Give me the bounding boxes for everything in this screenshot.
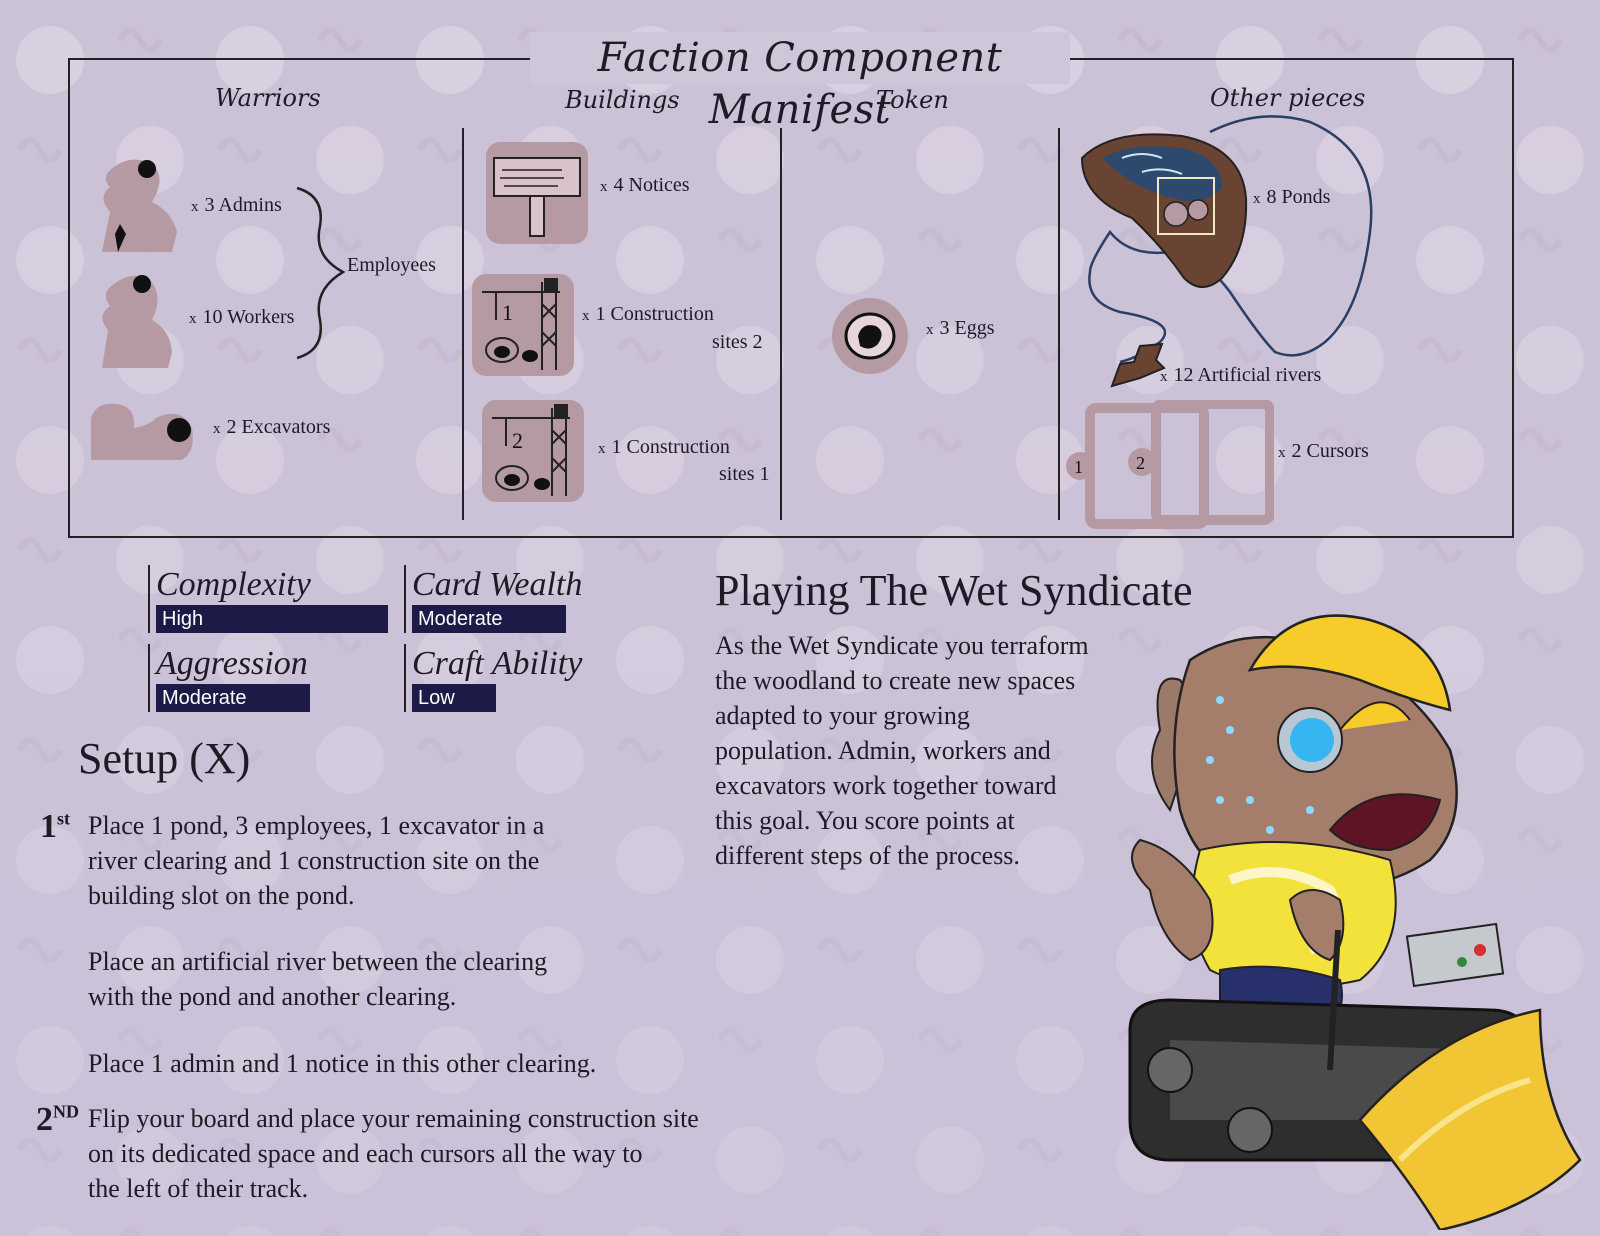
description-line: population. Admin, workers and — [715, 736, 1051, 765]
artificial-river-piece-icon — [1110, 342, 1166, 388]
column-divider — [462, 128, 464, 520]
stat-name: Card Wealth — [412, 566, 583, 603]
step-1-paragraph: Place 1 admin and 1 notice in this other… — [88, 1049, 597, 1078]
excavator-warrior-icon — [91, 403, 193, 460]
column-header-buildings: Buildings — [565, 86, 680, 114]
construction-site-1-label-cont: sites 1 — [719, 463, 770, 485]
cursors-icon: 1 2 — [1066, 400, 1274, 529]
column-divider — [780, 128, 782, 520]
stat-craft-ability: Craft Ability Low — [404, 644, 582, 712]
description-line: excavators work together toward — [715, 771, 1057, 800]
stat-name: Complexity — [156, 566, 311, 603]
stat-value-bar: High — [156, 605, 388, 633]
stat-aggression: Aggression Moderate — [148, 644, 310, 712]
admin-warrior-icon — [102, 159, 177, 252]
pond-tile-icon — [1080, 133, 1248, 288]
step-1-number: 1st — [40, 808, 70, 845]
description-line: this goal. You score points at — [715, 806, 1015, 835]
description-line: As the Wet Syndicate you terraform — [715, 631, 1089, 660]
column-header-other-pieces: Other pieces — [1210, 84, 1366, 112]
stat-value-bar: Moderate — [412, 605, 566, 633]
egg-token-icon — [832, 298, 908, 374]
wet-syndicate-mascot-illustration — [1128, 614, 1582, 1230]
step-1-paragraph: Place 1 pond, 3 employees, 1 excavator i… — [88, 811, 545, 910]
description-line: adapted to your growing — [715, 701, 970, 730]
stat-name: Craft Ability — [412, 645, 583, 682]
column-header-warriors: Warriors — [215, 84, 321, 112]
description-line: the woodland to create new spaces — [715, 666, 1076, 695]
stat-card-wealth: Card Wealth Moderate — [404, 565, 582, 633]
stat-value-bar: Low — [412, 684, 496, 712]
playing-title: Playing The Wet Syndicate — [715, 566, 1193, 615]
description-line: different steps of the process. — [715, 841, 1020, 870]
setup-title: Setup (X) — [78, 734, 251, 783]
employees-label: Employees — [347, 254, 436, 276]
tile-number: 2 — [512, 428, 523, 453]
stat-complexity: Complexity High — [148, 565, 388, 633]
construction-site-2-label-cont: sites 2 — [712, 331, 763, 353]
worker-warrior-icon — [102, 275, 172, 368]
playing-description: As the Wet Syndicate you terraform the w… — [715, 628, 1195, 873]
notice-tile-icon — [486, 142, 588, 244]
cursor-number: 1 — [1074, 457, 1083, 477]
step-2-paragraph: Flip your board and place your remaining… — [88, 1104, 699, 1203]
step-1-paragraph: Place an artificial river between the cl… — [88, 947, 548, 1011]
column-divider — [1058, 128, 1060, 520]
construction-site-tile-icon: 2 — [482, 400, 584, 502]
stat-name: Aggression — [156, 645, 308, 682]
column-header-token: Token — [876, 86, 949, 114]
stat-value-bar: Moderate — [156, 684, 310, 712]
employees-brace — [296, 186, 345, 360]
step-2-number: 2ND — [36, 1101, 79, 1138]
cursor-number: 2 — [1136, 453, 1145, 473]
tile-number: 1 — [502, 300, 513, 325]
river-path-illustration — [1088, 115, 1373, 364]
construction-site-tile-icon: 1 — [472, 274, 574, 376]
manifest-title: Faction Component Manifest — [530, 32, 1070, 133]
